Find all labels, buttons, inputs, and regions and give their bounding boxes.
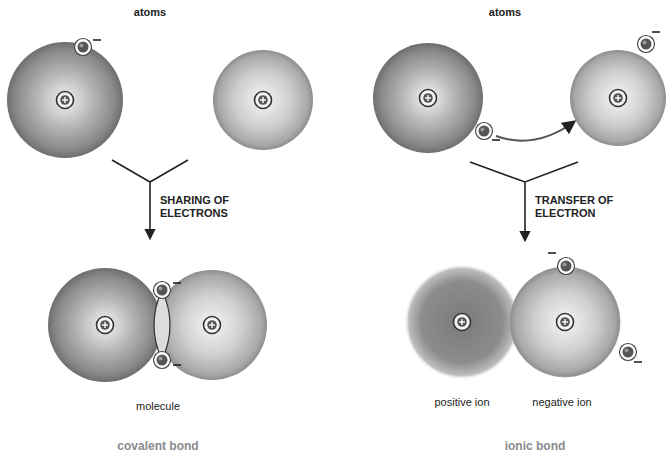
part-label: negative ion: [532, 396, 592, 409]
electron: [154, 352, 171, 369]
nucleus: [420, 90, 437, 107]
atom: [570, 50, 666, 146]
minus-sign: [548, 252, 556, 254]
electron: [476, 123, 493, 140]
nucleus: [255, 92, 272, 109]
atoms-label: atoms: [110, 6, 190, 19]
electron: [75, 39, 92, 56]
minus-sign: [93, 39, 101, 41]
bond-caption: covalent bond: [88, 440, 228, 454]
shared-orbit: [154, 290, 170, 360]
part-label: molecule: [113, 400, 203, 413]
minus-sign: [492, 139, 500, 141]
electron: [620, 344, 637, 361]
atom: [7, 42, 123, 158]
electron: [558, 258, 575, 275]
atom: [373, 43, 483, 153]
atom: [213, 50, 313, 150]
minus-sign: [173, 364, 181, 366]
minus-sign: [173, 282, 181, 284]
nucleus: [557, 314, 574, 331]
minus-sign: [634, 361, 642, 363]
nucleus: [610, 90, 627, 107]
atom: [157, 270, 267, 380]
nucleus: [57, 92, 74, 109]
nucleus: [204, 317, 221, 334]
atoms-label: atoms: [465, 6, 545, 19]
part-label: positive ion: [432, 396, 492, 409]
nucleus: [454, 314, 471, 331]
electron: [638, 36, 655, 53]
transfer-arrow: [496, 122, 574, 141]
nucleus: [97, 317, 114, 334]
atom: [48, 268, 162, 382]
negative-ion: [510, 267, 620, 377]
minus-sign: [652, 31, 660, 33]
positive-ion: [404, 264, 520, 380]
bond-caption: ionic bond: [465, 440, 605, 454]
electron: [154, 282, 171, 299]
process-label: TRANSFER OF ELECTRON: [535, 194, 635, 219]
process-label: SHARING OF ELECTRONS: [160, 194, 260, 219]
